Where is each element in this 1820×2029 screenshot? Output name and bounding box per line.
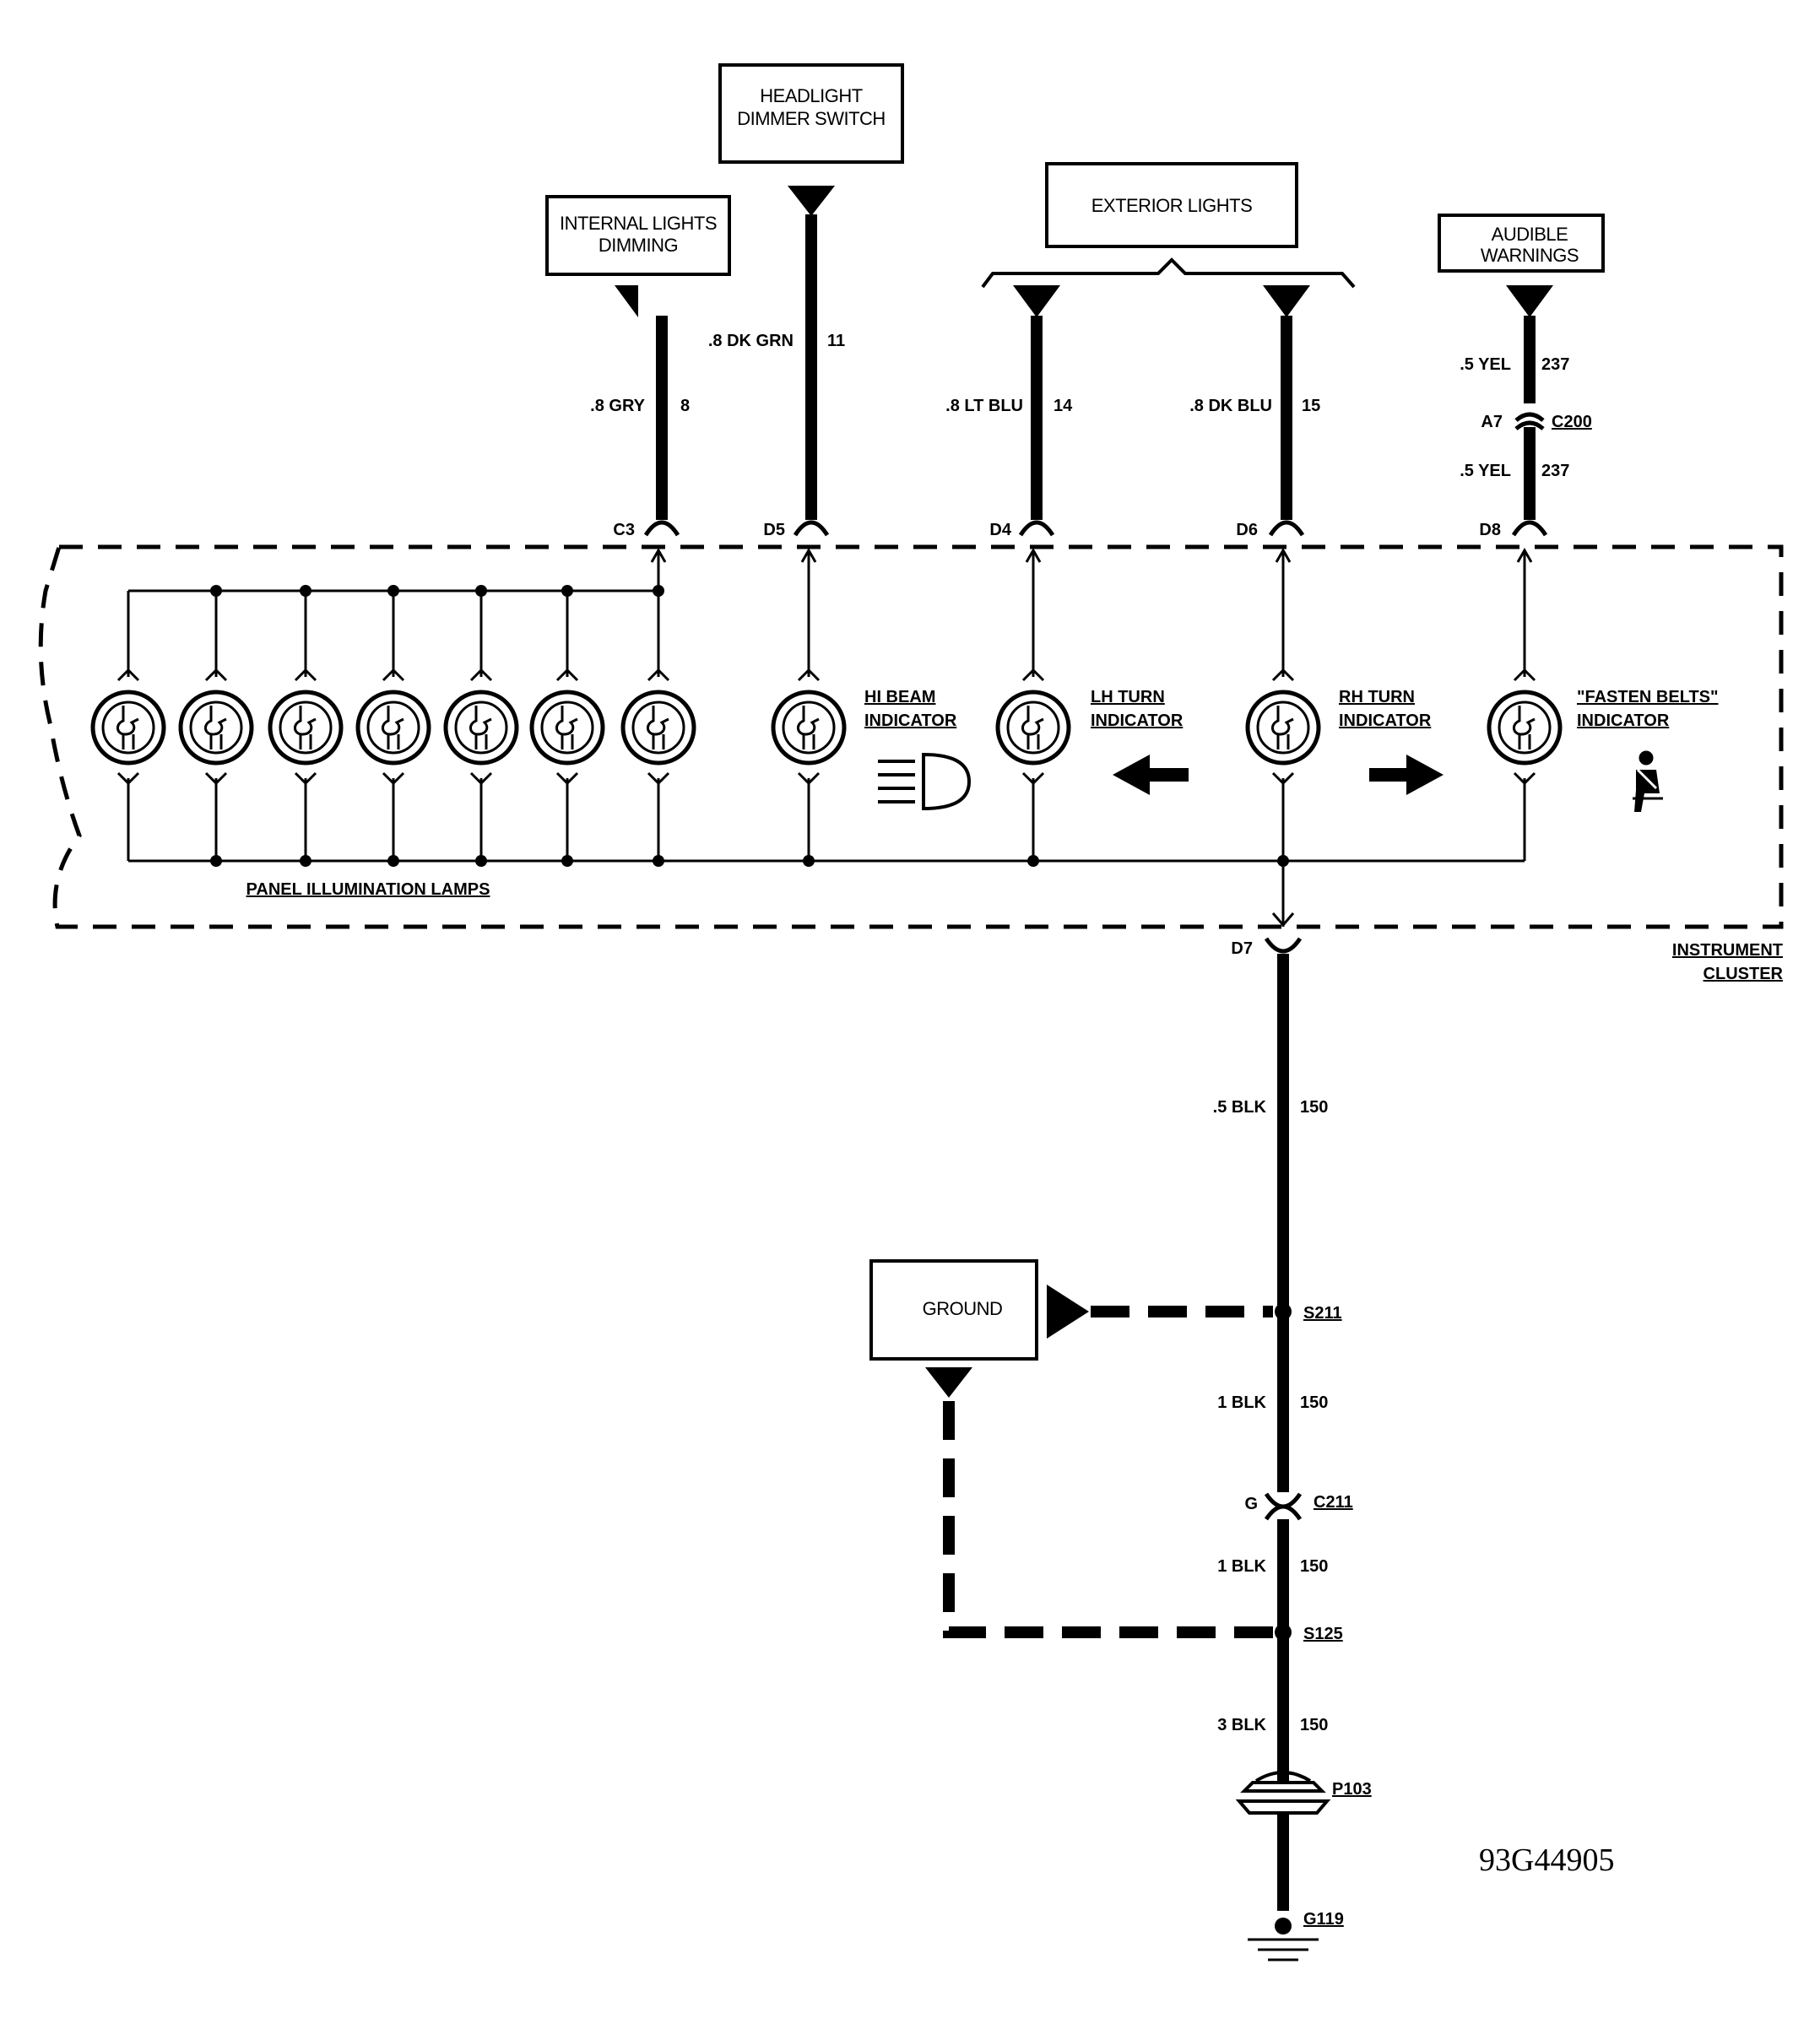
g119-dot <box>1275 1918 1292 1934</box>
lh-turn-lamp <box>998 692 1069 763</box>
instrument-cluster-outline <box>38 544 1784 929</box>
internal-wiring <box>116 547 1536 928</box>
wire-c3-circuit: 8 <box>680 397 690 415</box>
panel-lamp-6 <box>532 692 603 763</box>
top-wires <box>656 214 1536 520</box>
splice-s125-dot <box>1275 1624 1292 1641</box>
input-arrows <box>615 186 1553 317</box>
internal-lights-dimming-box: INTERNAL LIGHTS DIMMING <box>545 195 731 276</box>
splice-s125: S125 <box>1303 1625 1343 1643</box>
panel-lamp-1 <box>93 692 164 763</box>
pin-a7: A7 <box>1481 413 1503 431</box>
wire-ground-3-circuit: 150 <box>1300 1557 1328 1576</box>
wire-ground-4-color: 3 BLK <box>1217 1716 1266 1734</box>
ground-symbol-icon <box>1248 1938 1319 1961</box>
splice-s211: S211 <box>1303 1304 1342 1323</box>
wire-ground-1-color: .5 BLK <box>1213 1098 1267 1117</box>
high-beam-icon <box>878 752 972 811</box>
wire-d5-circuit: 11 <box>827 332 845 350</box>
connector-d7 <box>1264 937 1303 954</box>
pass-through-p103: P103 <box>1332 1780 1372 1799</box>
cluster-connectors <box>643 520 1548 537</box>
wire-ground-2-circuit: 150 <box>1300 1393 1328 1412</box>
junction-dots <box>210 585 1289 867</box>
svg-text:GROUND: GROUND <box>923 1298 1003 1319</box>
panel-lamps-label: PANEL ILLUMINATION LAMPS <box>246 880 490 899</box>
svg-text:DIMMING: DIMMING <box>599 235 678 256</box>
wire-d6-circuit: 15 <box>1302 397 1320 415</box>
panel-lamp-7 <box>623 692 694 763</box>
wire-ground-2-color: 1 BLK <box>1217 1393 1266 1412</box>
svg-text:WARNINGS: WARNINGS <box>1481 245 1579 266</box>
svg-text:INTERNAL LIGHTS: INTERNAL LIGHTS <box>560 213 717 234</box>
c200-connector <box>1514 412 1545 430</box>
pin-g: G <box>1244 1495 1258 1513</box>
panel-lamp-5 <box>446 692 517 763</box>
fasten-belts-lamp <box>1489 692 1560 763</box>
wire-ground-1-circuit: 150 <box>1300 1098 1328 1117</box>
lh-turn-label-1: LH TURN <box>1091 688 1165 706</box>
p103-grommet-icon <box>1235 1771 1331 1815</box>
ground-box-arrow-right <box>1047 1285 1089 1339</box>
exterior-lights-box: EXTERIOR LIGHTS <box>1045 162 1298 248</box>
panel-lamp-4 <box>358 692 429 763</box>
pin-d5: D5 <box>763 521 785 539</box>
connector-c200: C200 <box>1552 413 1592 431</box>
svg-text:HEADLIGHT: HEADLIGHT <box>760 85 862 106</box>
wire-d4-color: .8 LT BLU <box>945 397 1023 415</box>
c211-connector <box>1264 1492 1303 1521</box>
instrument-cluster-label-2: CLUSTER <box>1704 965 1784 983</box>
rh-turn-label-2: INDICATOR <box>1339 712 1432 730</box>
pin-d8: D8 <box>1479 521 1501 539</box>
wire-d8-lower-color: .5 YEL <box>1460 462 1511 480</box>
wire-d8-upper-circuit: 237 <box>1541 355 1569 374</box>
wire-ground-4-circuit: 150 <box>1300 1716 1328 1734</box>
pin-d6: D6 <box>1236 521 1258 539</box>
fasten-belts-label-2: INDICATOR <box>1577 712 1670 730</box>
panel-illumination-lamps <box>93 692 694 763</box>
wire-d5-color: .8 DK GRN <box>708 332 794 350</box>
wire-d4-circuit: 14 <box>1054 397 1073 415</box>
pin-c3: C3 <box>613 521 635 539</box>
headlight-dimmer-switch-box: HEADLIGHT DIMMER SWITCH <box>718 63 904 164</box>
audible-warnings-box: AUDIBLE WARNINGS <box>1438 214 1605 273</box>
hi-beam-lamp <box>773 692 844 763</box>
left-arrow-icon <box>1113 755 1189 795</box>
panel-lamp-3 <box>270 692 341 763</box>
ground-point-g119: G119 <box>1303 1910 1344 1929</box>
hi-beam-label-1: HI BEAM <box>864 688 935 706</box>
pin-d7: D7 <box>1231 939 1253 958</box>
hi-beam-label-2: INDICATOR <box>864 712 957 730</box>
instrument-cluster-label-1: INSTRUMENT <box>1672 941 1783 960</box>
figure-id: 93G44905 <box>1479 1842 1614 1878</box>
pin-d4: D4 <box>989 521 1011 539</box>
svg-text:EXTERIOR LIGHTS: EXTERIOR LIGHTS <box>1091 195 1253 216</box>
exterior-lights-brace <box>981 257 1356 289</box>
rh-turn-lamp <box>1248 692 1319 763</box>
wire-d8-lower-circuit: 237 <box>1541 462 1569 480</box>
wire-d6-color: .8 DK BLU <box>1189 397 1272 415</box>
panel-lamp-2 <box>181 692 252 763</box>
right-arrow-icon <box>1369 755 1444 795</box>
ground-box: GROUND <box>869 1259 1038 1361</box>
connector-c211: C211 <box>1314 1493 1353 1512</box>
lh-turn-label-2: INDICATOR <box>1091 712 1184 730</box>
ground-dashed-paths <box>943 1306 1273 1638</box>
wire-ground-3-color: 1 BLK <box>1217 1557 1266 1576</box>
splice-s211-dot <box>1275 1303 1292 1320</box>
svg-text:AUDIBLE: AUDIBLE <box>1492 224 1568 245</box>
rh-turn-label-1: RH TURN <box>1339 688 1415 706</box>
wire-d8-upper-color: .5 YEL <box>1460 355 1511 374</box>
ground-box-arrow-down <box>925 1367 972 1398</box>
svg-text:DIMMER SWITCH: DIMMER SWITCH <box>737 108 886 129</box>
wire-c3-color: .8 GRY <box>590 397 645 415</box>
fasten-belts-label-1: "FASTEN BELTS" <box>1577 688 1719 706</box>
seat-belt-icon <box>1633 750 1663 812</box>
